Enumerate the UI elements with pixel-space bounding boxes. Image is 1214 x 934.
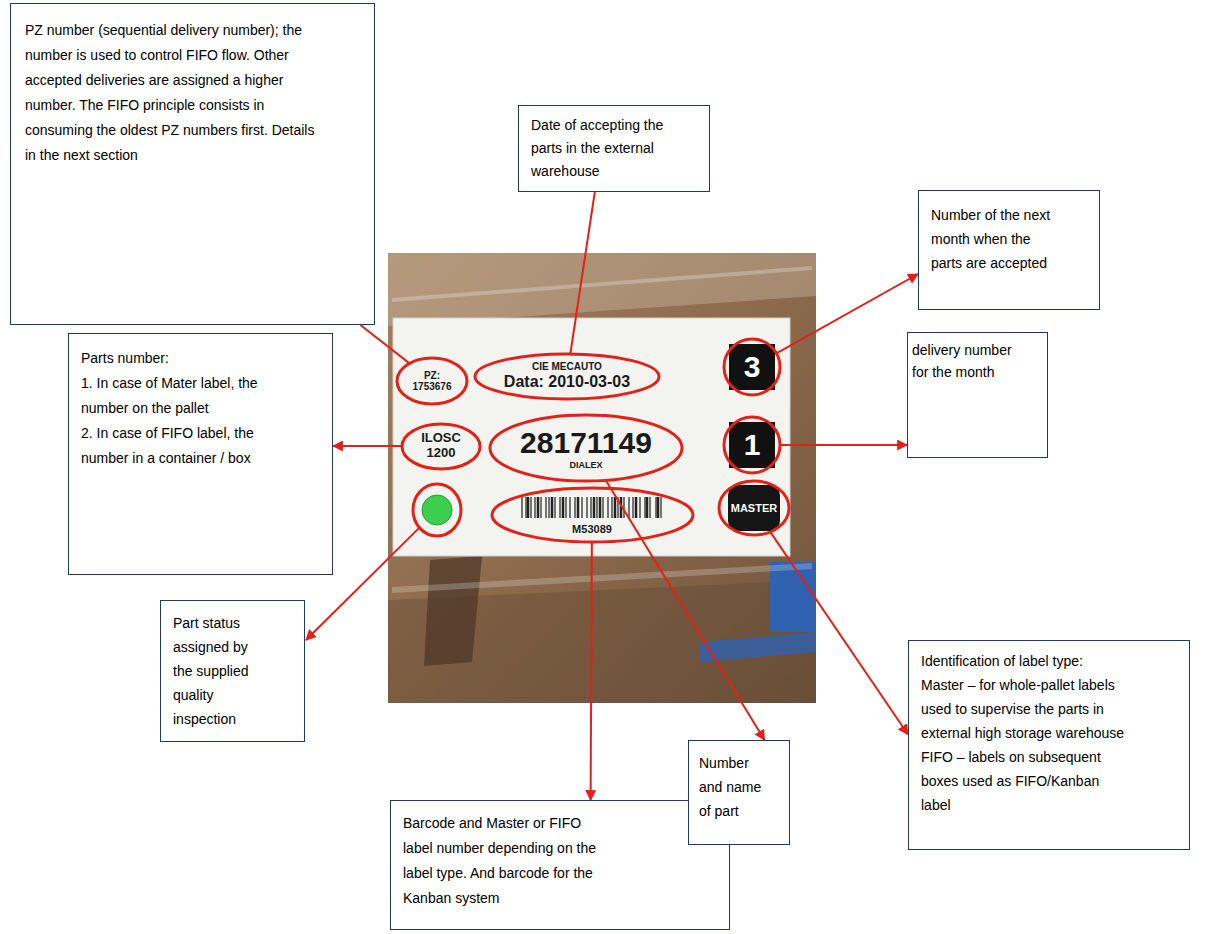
callout-box: Barcode and Master or FIFO label number … <box>390 800 730 930</box>
label-text: Data: 2010-03-03 <box>504 373 630 391</box>
label-group: M53089 <box>572 523 612 536</box>
label-group: MASTER <box>731 502 777 515</box>
callout-text: FIFO – labels on subsequent boxes used a… <box>921 745 1127 817</box>
black-square <box>729 344 775 390</box>
label-group: PZ: 1753676 <box>409 370 455 393</box>
callout-text: Date of accepting the parts in the exter… <box>531 114 697 183</box>
callout-text: Number of the next month when the parts … <box>931 203 1065 275</box>
highlight-ellipse: 1 <box>722 415 782 475</box>
arrow-connector <box>333 445 402 447</box>
callout-box: Parts number:1. In case of Mater label, … <box>68 333 333 575</box>
highlight-ellipse <box>413 484 461 536</box>
callout-box: PZ number (sequential delivery number); … <box>10 3 375 325</box>
highlight-ellipse: CIE MECAUTOData: 2010-03-03 <box>473 352 661 401</box>
callout-box: delivery number for the month <box>907 332 1048 458</box>
callout-text: Number and name of part <box>699 751 775 823</box>
label-text: M53089 <box>572 523 612 536</box>
callout-text: Part status assigned by the supplied qua… <box>173 611 264 731</box>
callout-text: Barcode and Master or FIFO label number … <box>403 811 609 911</box>
callout-text: Master – for whole-pallet labels used to… <box>921 673 1127 745</box>
black-badge <box>728 485 780 531</box>
highlight-ellipse: M53089 <box>490 486 695 544</box>
highlight-ellipse: MASTER <box>717 479 791 537</box>
black-square <box>729 422 775 468</box>
pallet-strap <box>700 632 816 662</box>
callout-box: Part status assigned by the supplied qua… <box>160 600 305 742</box>
highlight-ellipse: ILOSC 1200 <box>400 422 482 471</box>
label-sheet <box>393 318 790 556</box>
barcode <box>528 497 658 518</box>
pallet-strap <box>770 562 816 632</box>
callout-box: Date of accepting the parts in the exter… <box>518 105 710 192</box>
arrow-connector <box>606 480 765 740</box>
label-group: ILOSC 1200 <box>415 431 467 461</box>
ellipse-outline <box>402 424 480 469</box>
arrow-connector <box>776 274 918 353</box>
label-text: 1 <box>744 428 761 463</box>
highlight-ellipse: 28171149DIALEX <box>488 413 684 483</box>
ellipse-outline <box>492 488 693 542</box>
callout-box: Number of the next month when the parts … <box>918 190 1100 310</box>
callout-text: Parts number: <box>81 346 266 371</box>
label-text: PZ: 1753676 <box>409 370 455 393</box>
ellipse-outline <box>490 486 695 544</box>
callout-text: 2. In case of FIFO label, the number in … <box>81 421 266 471</box>
wrap-sheen <box>388 253 816 326</box>
arrow-connector <box>780 444 907 446</box>
label-group: 28171149DIALEX <box>520 426 652 471</box>
ellipse-outline <box>397 358 467 404</box>
wrap-sheen <box>392 566 812 590</box>
callout-text: Identification of label type: <box>921 649 1127 673</box>
callout-text: delivery number for the month <box>912 339 1023 383</box>
arrow-connector <box>770 532 908 735</box>
highlight-ellipse: PZ: 1753676 <box>395 356 469 406</box>
label-group: 1 <box>744 428 761 463</box>
box-flap <box>424 556 482 666</box>
callout-box: Number and name of part <box>688 740 790 845</box>
callout-box: Identification of label type:Master – fo… <box>908 640 1190 850</box>
label-text: DIALEX <box>520 460 652 470</box>
callout-text: PZ number (sequential delivery number); … <box>25 18 316 168</box>
callout-text: 1. In case of Mater label, the number on… <box>81 371 266 421</box>
cardboard <box>388 253 816 703</box>
barcode <box>522 497 661 518</box>
ellipse-outline <box>719 481 789 535</box>
arrow-connector <box>591 542 592 800</box>
label-group: CIE MECAUTOData: 2010-03-03 <box>504 361 630 391</box>
ellipse-outline <box>724 339 780 395</box>
highlight-ellipse: 3 <box>722 337 782 397</box>
label-text: 28171149 <box>520 426 652 461</box>
status-dot <box>422 495 452 525</box>
label-text: CIE MECAUTO <box>504 361 630 373</box>
label-group: 3 <box>744 350 761 385</box>
ellipse-outline <box>475 354 659 399</box>
label-text: ILOSC 1200 <box>415 431 467 461</box>
arrow-connector <box>570 192 594 354</box>
arrow-connector <box>360 325 409 363</box>
ellipse-outline <box>724 417 780 473</box>
wrap-sheen <box>392 268 812 300</box>
ellipse-outline <box>490 415 682 481</box>
label-text: MASTER <box>731 502 777 515</box>
label-text: 3 <box>744 350 761 385</box>
